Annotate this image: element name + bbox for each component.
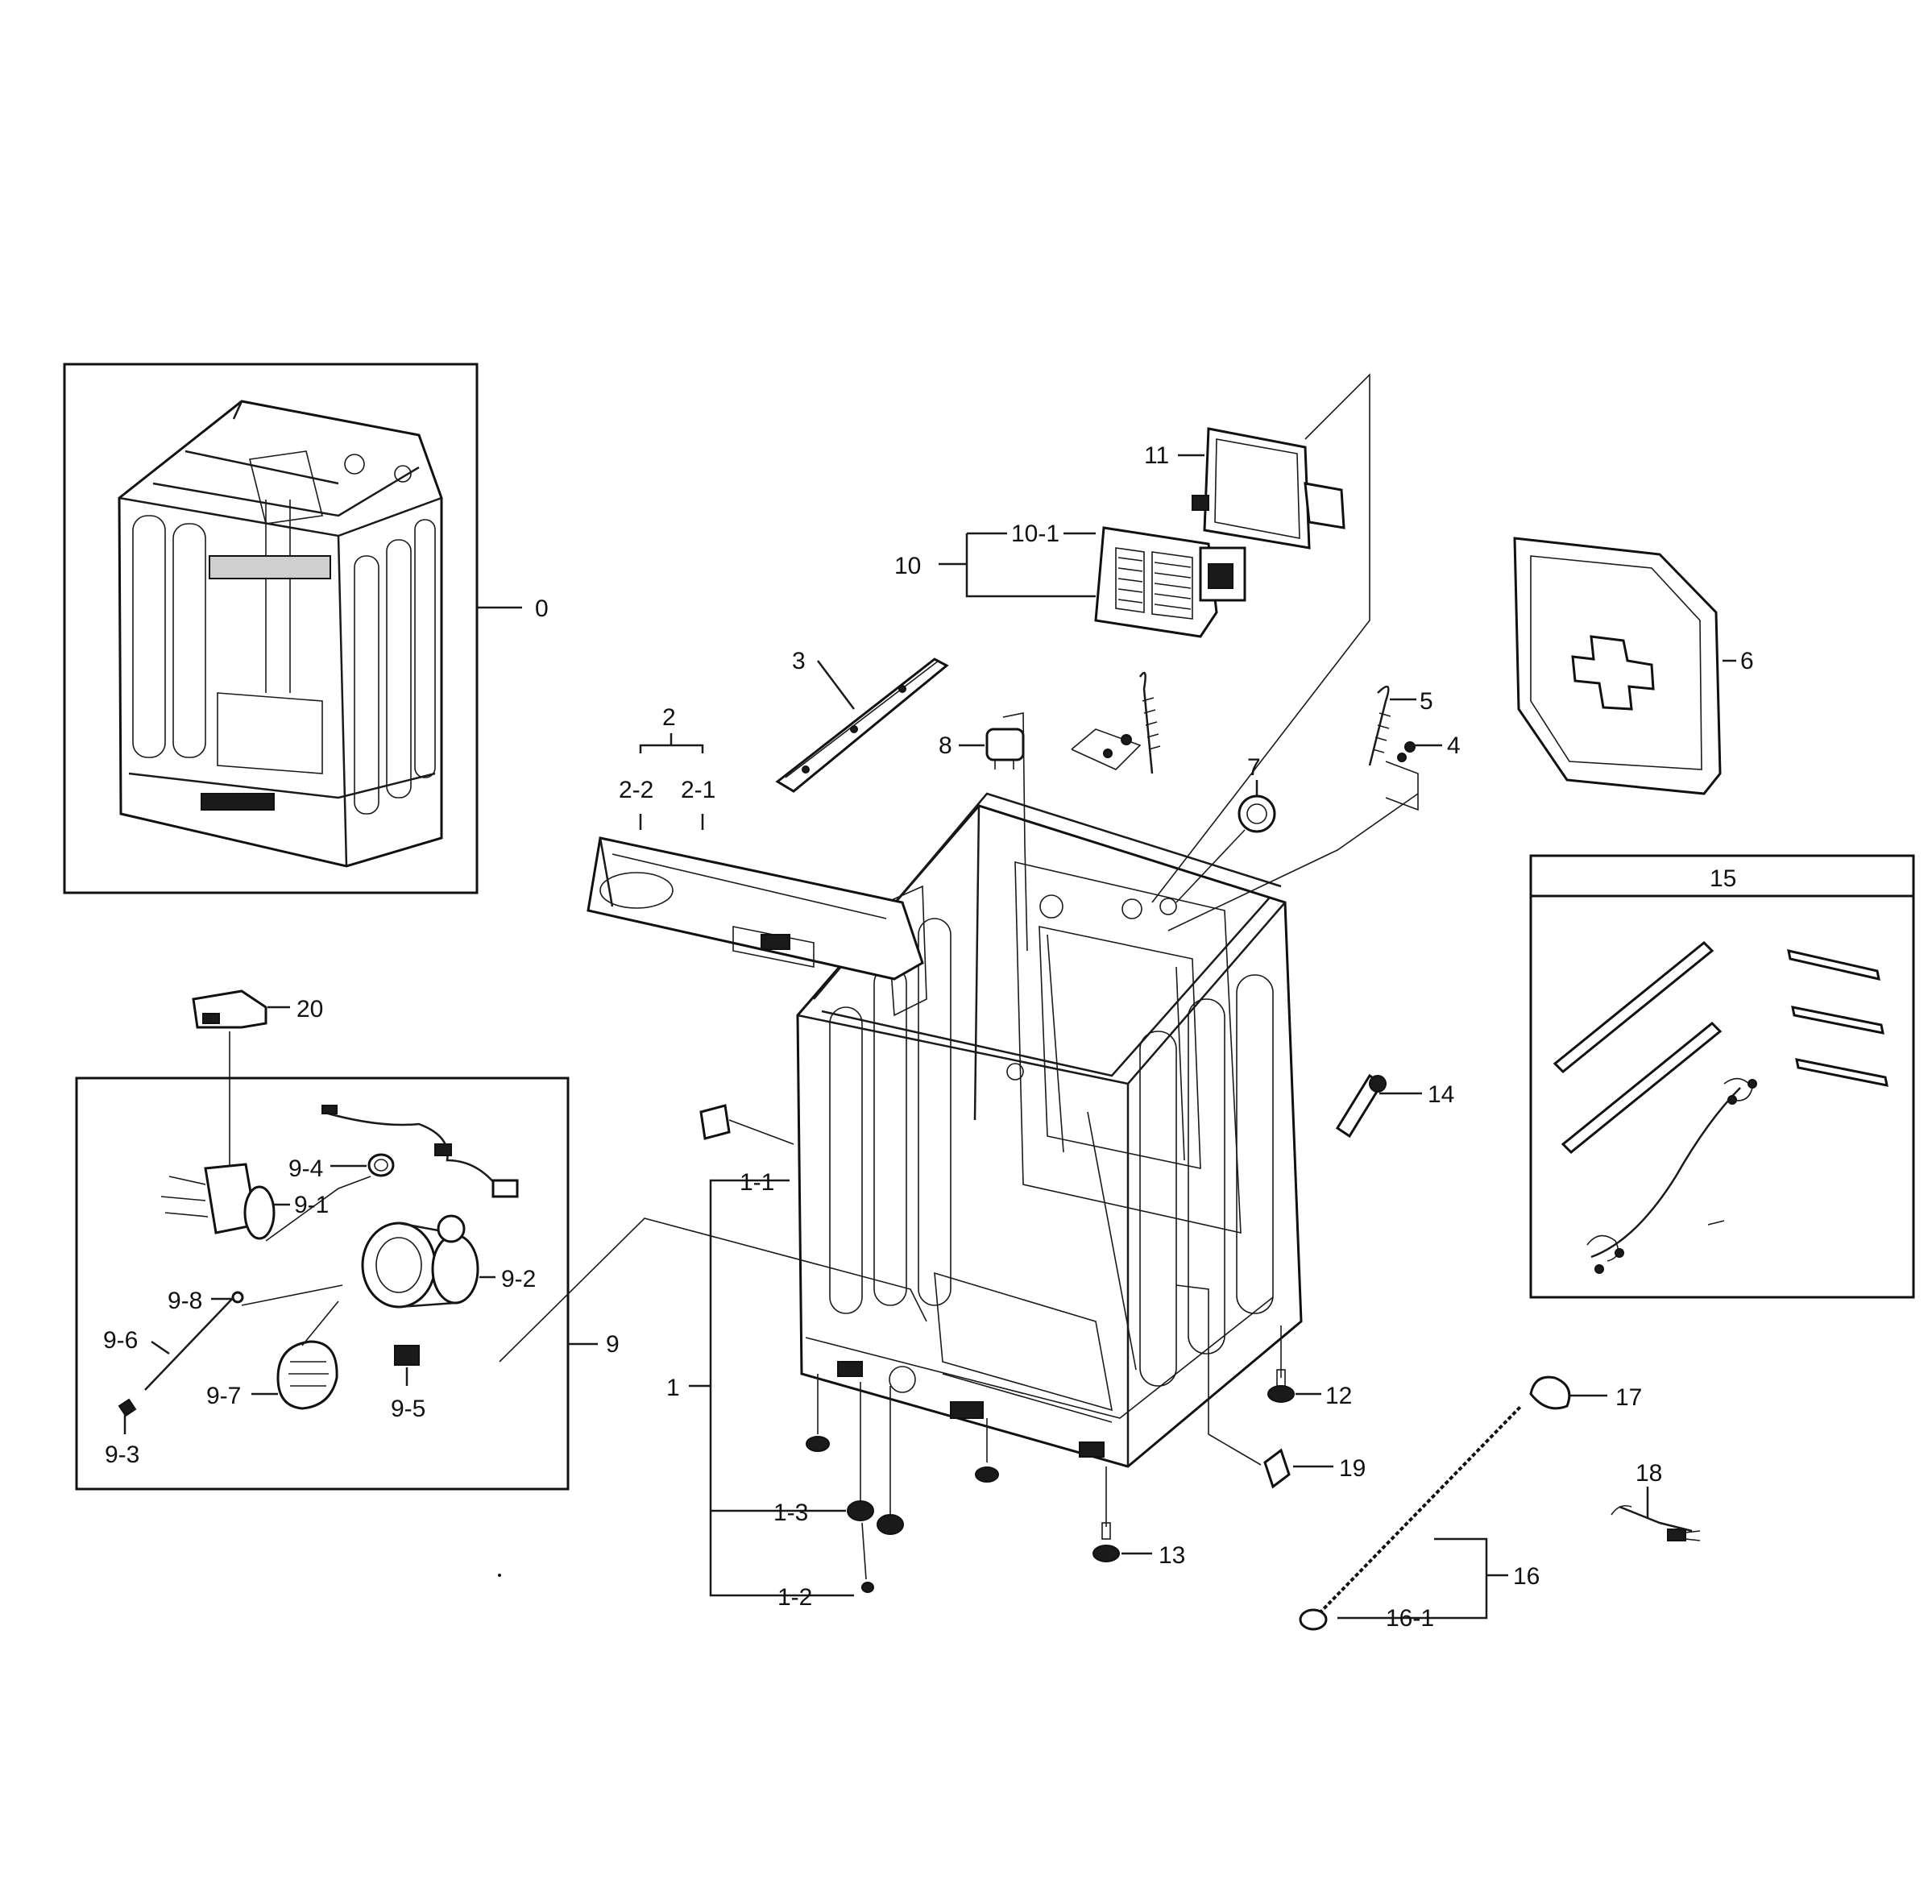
leader-9-ref (499, 1217, 927, 1363)
pcb-board (1192, 427, 1345, 550)
leader-7-ref (1175, 829, 1246, 903)
callout-15: 15 (1710, 865, 1736, 892)
callout-4: 4 (1447, 732, 1461, 759)
callout-2: 2 (662, 704, 676, 731)
callout-9-7: 9-7 (206, 1383, 241, 1409)
callout-1-1: 1-1 (740, 1169, 774, 1196)
callout-9-6: 9-6 (103, 1327, 138, 1354)
leveling-feet-front (806, 1374, 999, 1593)
callout-10: 10 (894, 553, 921, 579)
callout-9: 9 (606, 1331, 620, 1358)
leader-ref-back (1087, 1111, 1137, 1371)
callout-1: 1 (666, 1375, 680, 1401)
callout-6: 6 (1740, 648, 1754, 674)
callout-17: 17 (1615, 1384, 1642, 1411)
stray-dot (498, 1574, 501, 1577)
inlet-valve (1335, 1073, 1387, 1139)
clip-part (699, 1104, 794, 1145)
pump-cover-20 (192, 989, 267, 1176)
power-cord (1611, 1504, 1701, 1541)
suspension-spring-right (1368, 685, 1419, 811)
capacitor (985, 728, 1025, 769)
bracket-1 (709, 1179, 854, 1597)
callout-9-3: 9-3 (105, 1441, 139, 1468)
cap-part (1238, 794, 1276, 833)
top-frame-square (1513, 537, 1722, 795)
callout-5: 5 (1420, 688, 1433, 715)
hose-clip (1529, 1375, 1571, 1410)
bracket-16 (1337, 1537, 1488, 1620)
cabinet-assembly-box (63, 363, 479, 894)
callout-1-2: 1-2 (777, 1584, 812, 1611)
callout-8: 8 (939, 732, 952, 759)
bracket-10 (965, 533, 1096, 598)
suspension-spring-left (1071, 671, 1161, 774)
leveling-foot-13 (1092, 1466, 1120, 1562)
leader-9-6 (151, 1340, 170, 1355)
front-top-panel (587, 836, 924, 981)
callout-9-4: 9-4 (288, 1155, 323, 1182)
callout-16: 16 (1513, 1563, 1540, 1590)
callout-18: 18 (1636, 1460, 1662, 1487)
callout-9-2: 9-2 (501, 1266, 536, 1292)
leveling-foot-12 (1267, 1325, 1295, 1403)
harness-kit-box (1529, 854, 1915, 1299)
callout-16-1: 16-1 (1386, 1605, 1434, 1632)
drain-pump-box (75, 1076, 570, 1491)
callout-10-1: 10-1 (1011, 521, 1059, 547)
callout-14: 14 (1428, 1081, 1454, 1108)
leader-11-ref (1151, 373, 1370, 903)
callout-19: 19 (1339, 1455, 1366, 1482)
top-rail (775, 657, 949, 793)
callout-9-8: 9-8 (168, 1288, 202, 1314)
service-cover (1263, 1448, 1291, 1489)
leader-19-ref (1175, 1284, 1262, 1466)
callout-2-1: 2-1 (681, 777, 715, 803)
callout-9-1: 9-1 (294, 1192, 329, 1218)
main-cabinet (796, 792, 1303, 1468)
leader-8-ref (1002, 712, 1028, 952)
leader-3 (817, 660, 855, 710)
callout-1-3: 1-3 (773, 1500, 808, 1526)
bracket-2 (639, 744, 704, 753)
callout-13: 13 (1159, 1542, 1185, 1569)
callout-9-5: 9-5 (391, 1396, 425, 1422)
callout-3: 3 (792, 648, 806, 674)
control-module (1094, 526, 1246, 638)
callout-2-2: 2-2 (619, 777, 653, 803)
callout-0: 0 (535, 595, 549, 622)
callout-12: 12 (1325, 1383, 1352, 1409)
leader-4-ref (1167, 793, 1419, 931)
callout-20: 20 (296, 996, 323, 1023)
callout-11: 11 (1144, 442, 1169, 469)
drain-hose (1299, 1402, 1526, 1631)
